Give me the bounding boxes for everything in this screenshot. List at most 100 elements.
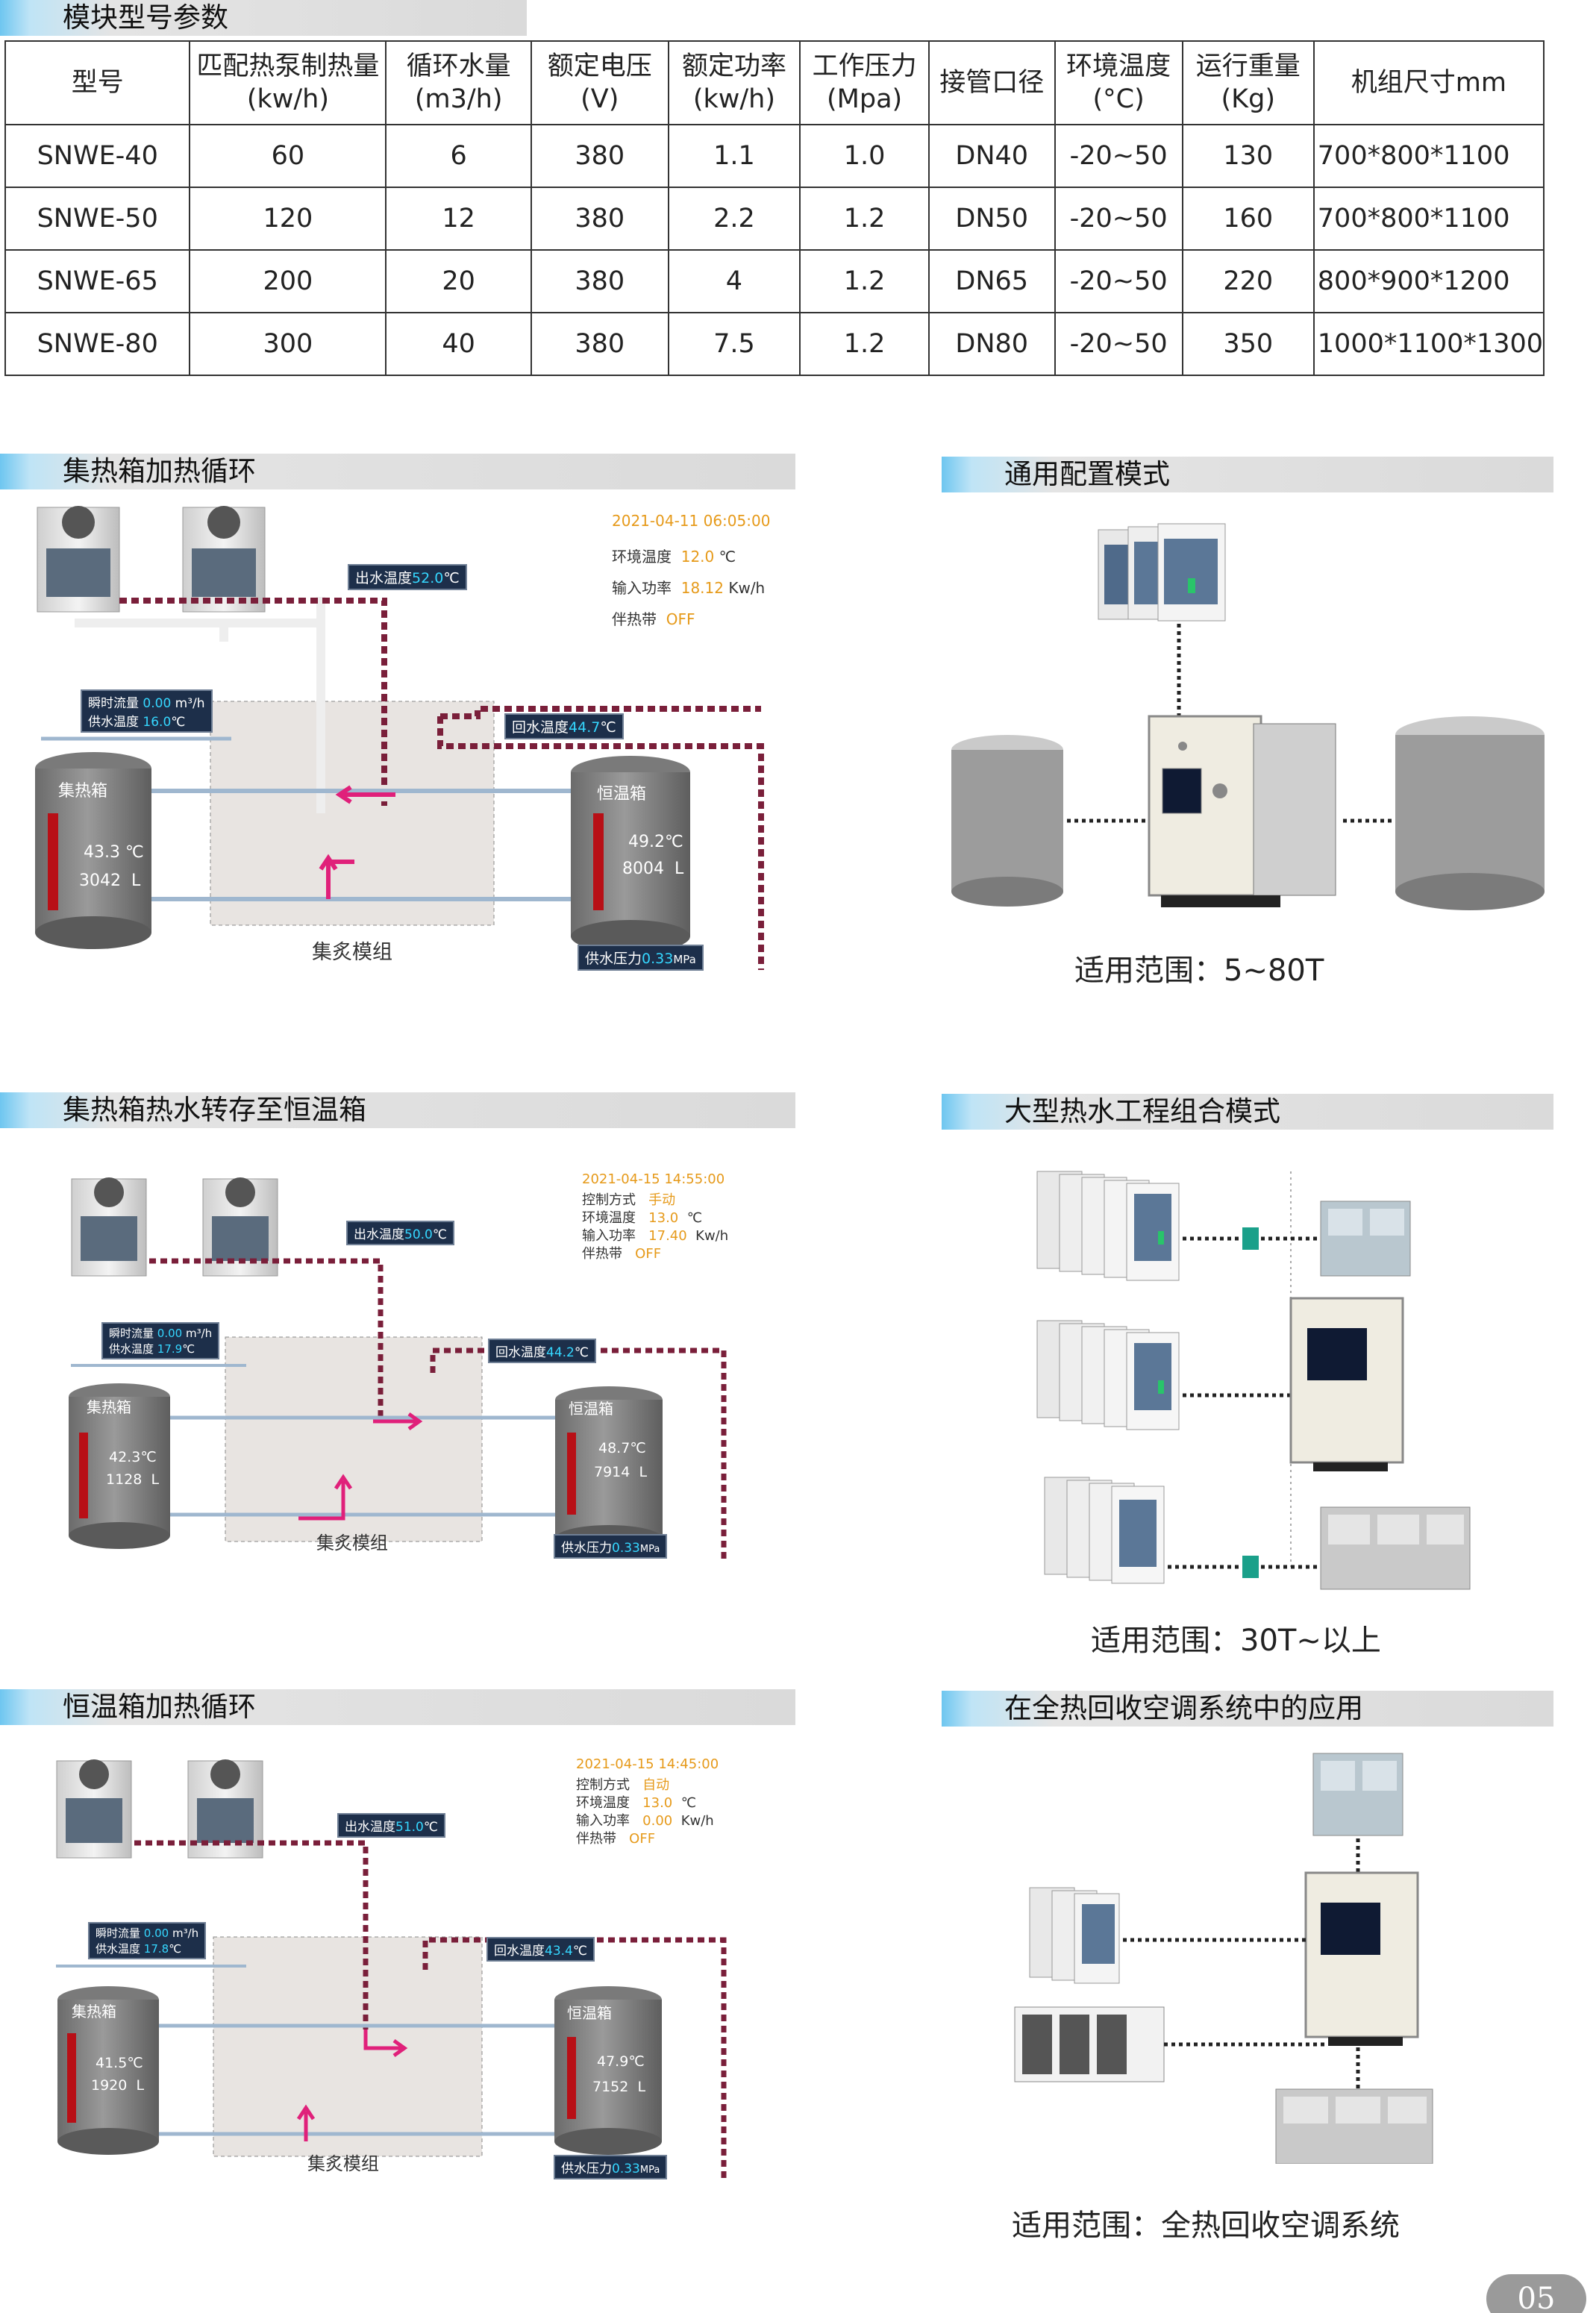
- table-row: SNWE-40 60 6 380 1.1 1.0 DN40 -20~50 130…: [4, 124, 1545, 188]
- cell: -20~50: [1054, 187, 1183, 251]
- diagram-3-title: 恒温箱加热循环: [63, 1691, 256, 1723]
- tank-constant-icon: [554, 1986, 662, 2155]
- tank2-temp: 47.9℃: [597, 2053, 645, 2070]
- water-tank-square-icon: [1320, 1201, 1411, 1277]
- tank-collector-icon: [69, 1383, 170, 1549]
- cell: 60: [189, 124, 387, 188]
- diagram-2-graphics: [69, 1177, 727, 1559]
- cell-dimensions: 700*800*1100: [1312, 124, 1545, 188]
- info-row: 环境温度 13.0 ℃: [576, 1795, 696, 1811]
- cell-dimensions: 800*900*1200: [1312, 249, 1545, 313]
- tank2-volume: 7152 L: [592, 2079, 646, 2095]
- tank-collector-icon: [57, 1986, 159, 2155]
- timestamp: 2021-04-15 14:45:00: [576, 1756, 719, 1772]
- col-header: 循环水量(m3/h): [385, 40, 532, 125]
- pressure-gauge: 供水压力0.33MPa: [554, 2155, 668, 2179]
- info-row: 输入功率 0.00 Kw/h: [576, 1813, 714, 1829]
- control-cabinet-icon: [1304, 1871, 1419, 2046]
- col-header: 工作压力(Mpa): [799, 40, 930, 125]
- cell: 380: [530, 124, 669, 188]
- return-temp-gauge: 回水温度44.2℃: [488, 1339, 596, 1363]
- cell-dimensions: 1000*1100*1300: [1312, 312, 1545, 376]
- spec-table-header-row: 型号 匹配热泵制热量(kw/h) 循环水量(m3/h) 额定电压(V) 额定功率…: [4, 40, 1545, 125]
- return-temp-gauge: 回水温度43.4℃: [486, 1937, 595, 1962]
- col-header: 额定功率(kw/h): [667, 40, 801, 125]
- mode-1-range: 适用范围：5~80T: [1074, 954, 1324, 988]
- info-row: 伴热带 OFF: [612, 610, 695, 628]
- tank2-volume: 7914 L: [594, 1464, 648, 1480]
- info-row: 输入功率 18.12 Kw/h: [612, 579, 766, 597]
- cell: 1.2: [799, 312, 930, 376]
- outlet-temp-gauge: 出水温度52.0℃: [348, 564, 467, 590]
- pressure-gauge: 供水压力0.33MPa: [578, 945, 704, 971]
- tank-collector-icon: [35, 752, 151, 949]
- module-label: 集炙模组: [312, 941, 392, 964]
- cell: 6: [385, 124, 532, 188]
- heat-pump-cluster-icon: [1036, 1171, 1180, 1281]
- info-row: 控制方式 自动: [576, 1777, 670, 1793]
- tank2-volume: 8004 L: [622, 860, 684, 878]
- heat-pump-icon: [71, 1177, 147, 1277]
- table-row: SNWE-50 120 12 380 2.2 1.2 DN50 -20~50 1…: [4, 187, 1545, 251]
- table-row: SNWE-80 300 40 380 7.5 1.2 DN80 -20~50 3…: [4, 312, 1545, 376]
- cell: -20~50: [1054, 312, 1183, 376]
- tank1-temp: 42.3℃: [109, 1449, 157, 1465]
- mode-3-title: 在全热回收空调系统中的应用: [1004, 1692, 1363, 1724]
- diagram-2-title: 集热箱热水转存至恒温箱: [63, 1094, 366, 1126]
- heat-pump-icon: [37, 506, 120, 613]
- outlet-temp-gauge: 出水温度51.0℃: [337, 1813, 445, 1838]
- col-header: 机组尺寸mm: [1312, 40, 1545, 125]
- page-number: 05: [1486, 2274, 1586, 2313]
- cell: 380: [530, 312, 669, 376]
- diagram-1-graphics: [35, 506, 764, 970]
- col-header: 环境温度(°C): [1054, 40, 1183, 125]
- diagram-3-graphics: [56, 1759, 727, 2179]
- info-row: 环境温度 12.0 ℃: [612, 548, 736, 566]
- system-diagram-2: 2021-04-15 14:55:00 控制方式 手动 环境温度 13.0 ℃ …: [0, 1164, 776, 1701]
- col-header: 接管口径: [927, 40, 1056, 125]
- water-tank-square-icon: [1320, 1506, 1471, 1590]
- info-row: 环境温度 13.0 ℃: [582, 1210, 702, 1226]
- mode-3-range: 适用范围：全热回收空调系统: [1012, 2209, 1400, 2243]
- cell: 1.2: [799, 249, 930, 313]
- water-tank-square-icon: [1312, 1753, 1403, 1836]
- tank2-label: 恒温箱: [597, 785, 647, 804]
- cell: DN40: [927, 124, 1056, 188]
- diagram-2-header: 集热箱热水转存至恒温箱: [0, 1092, 795, 1128]
- spec-section-header: 模块型号参数: [0, 0, 527, 36]
- cell: 220: [1181, 249, 1315, 313]
- cell: DN50: [927, 187, 1056, 251]
- tank1-volume: 3042 L: [79, 871, 141, 890]
- mode-2-illustration: [1036, 1171, 1471, 1590]
- info-row: 伴热带 OFF: [576, 1831, 656, 1847]
- cell-dimensions: 700*800*1100: [1312, 187, 1545, 251]
- cell: 12: [385, 187, 532, 251]
- outlet-temp-gauge: 出水温度50.0℃: [346, 1221, 454, 1245]
- cell: 40: [385, 312, 532, 376]
- pump-icon: [1242, 1556, 1259, 1578]
- tank1-label: 集热箱: [72, 2003, 116, 2021]
- module-label: 集炙模组: [316, 1533, 388, 1553]
- tank1-temp: 43.3 ℃: [84, 843, 144, 862]
- timestamp: 2021-04-11 06:05:00: [612, 512, 771, 530]
- heat-pump-cluster-icon: [1036, 1320, 1180, 1430]
- mode-3-header: 在全热回收空调系统中的应用: [942, 1691, 1553, 1727]
- cell-model: SNWE-50: [4, 187, 191, 251]
- info-row: 控制方式 手动: [582, 1192, 676, 1208]
- tank2-temp: 48.7℃: [598, 1440, 646, 1456]
- mode-1-header: 通用配置模式: [942, 457, 1553, 492]
- mode-2-header: 大型热水工程组合模式: [942, 1094, 1553, 1130]
- pressure-gauge: 供水压力0.33MPa: [554, 1534, 668, 1559]
- timestamp: 2021-04-15 14:55:00: [582, 1171, 725, 1187]
- diagram-1-title: 集热箱加热循环: [63, 455, 256, 487]
- cell-model: SNWE-40: [4, 124, 191, 188]
- tank1-label: 集热箱: [58, 782, 108, 801]
- pump-icon: [1242, 1227, 1259, 1250]
- col-header: 额定电压(V): [530, 40, 669, 125]
- system-diagram-1: 2021-04-11 06:05:00 环境温度 12.0 ℃ 输入功率 18.…: [0, 492, 776, 1030]
- spec-table: 型号 匹配热泵制热量(kw/h) 循环水量(m3/h) 额定电压(V) 额定功率…: [4, 40, 1545, 376]
- cell: 160: [1181, 187, 1315, 251]
- cell: 1.2: [799, 187, 930, 251]
